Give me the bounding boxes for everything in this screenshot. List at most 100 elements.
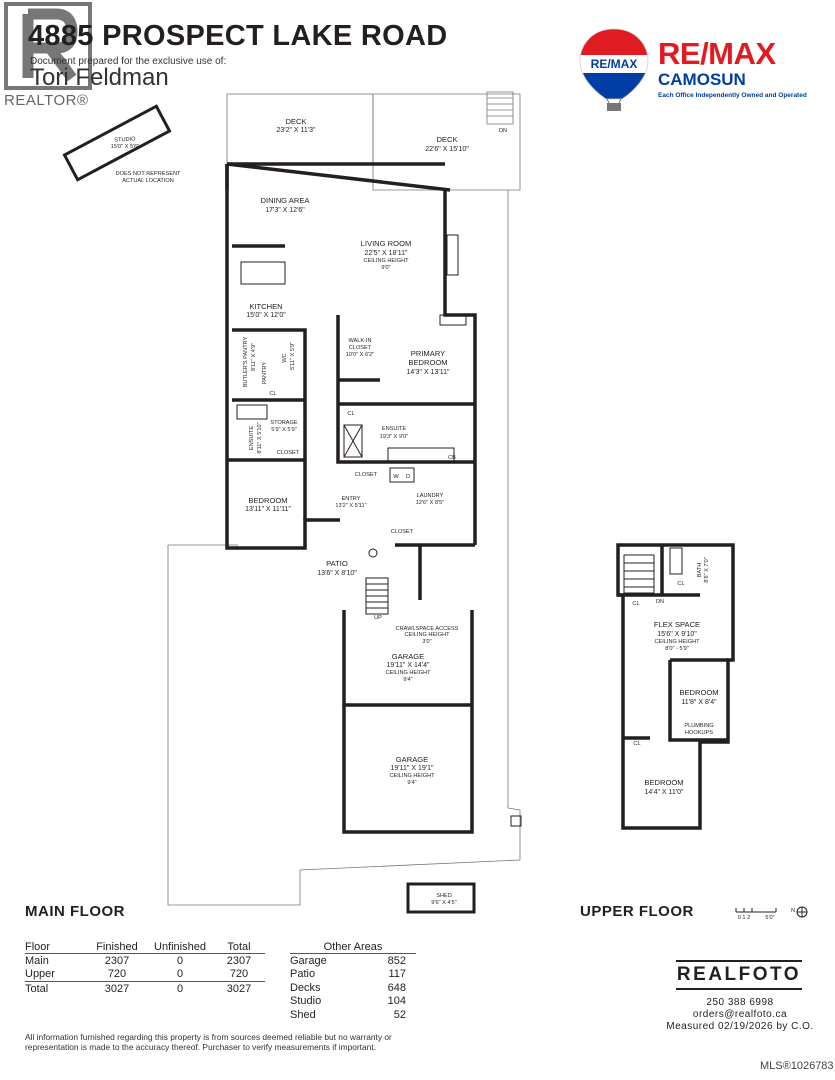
garage2-ceiling: 9'4"	[407, 780, 416, 786]
studio-dims: 15'0" X 5'6"	[111, 144, 140, 150]
crawlspace-ceiling: 3'0"	[422, 639, 431, 645]
table-row: Decks 648	[290, 981, 416, 994]
realtor-logo-text: REALTOR®	[4, 92, 89, 109]
ensuite-left-label: ENSUITE	[249, 426, 255, 451]
primary-label: PRIMARY	[411, 349, 445, 358]
living-dims: 22'5" X 18'11"	[365, 250, 408, 257]
patio-dims: 13'6" X 8'10"	[317, 570, 357, 577]
plumbing-label: PLUMBING	[684, 723, 713, 729]
table-cell: 2307	[226, 955, 252, 968]
upper-floor-label: UPPER FLOOR	[580, 903, 694, 920]
table-total-row: Total 3027 0 3027	[25, 981, 265, 996]
crawlspace-ceiling-label: CEILING HEIGHT	[404, 632, 450, 638]
wc-label: WC	[282, 353, 288, 362]
shed-dims: 9'6" X 4'5"	[431, 900, 456, 906]
deck1-label: DECK	[285, 117, 306, 126]
closet-cl-2: CL	[269, 391, 276, 397]
upper-bedroom1-dims: 11'8" X 8'4"	[681, 699, 717, 706]
table-header-floor: Floor	[25, 940, 87, 955]
other-areas-header: Other Areas	[290, 940, 416, 955]
living-ceiling-label: CEILING HEIGHT	[363, 258, 409, 264]
ensuite-left-dims: 8'11" X 5'10"	[257, 422, 263, 453]
upper-cl-1: CL	[632, 601, 639, 607]
crawlspace-label: CRAWLSPACE ACCESS	[396, 626, 459, 632]
garage1-ceiling-label: CEILING HEIGHT	[385, 670, 431, 676]
pantry-label: PANTRY	[262, 362, 268, 384]
bedroom-label: BEDROOM	[248, 496, 287, 505]
studio-note-2: ACTUAL LOCATION	[122, 178, 174, 184]
living-ceiling: 9'0"	[381, 265, 390, 271]
garage1-ceiling: 9'4"	[403, 677, 412, 683]
table-header-finished: Finished	[87, 940, 147, 955]
upper-bath-dims: 8'6" X 7'0"	[704, 557, 710, 582]
garage2-ceiling-label: CEILING HEIGHT	[389, 773, 435, 779]
table-cell: Decks	[290, 981, 321, 994]
closet-entry-label: CLOSET	[355, 472, 378, 478]
storage-dims: 5'9" X 5'9"	[271, 427, 296, 433]
upper-bedroom2-label: BEDROOM	[644, 778, 683, 787]
table-cell: Garage	[290, 955, 327, 968]
primary-label-2: BEDROOM	[408, 358, 447, 367]
flex-ceiling-label: CEILING HEIGHT	[654, 639, 700, 645]
client-name: Tori Feldman	[30, 64, 169, 91]
table-row: Upper 720 0 720	[25, 968, 265, 982]
closet-cl-1: CL	[347, 411, 354, 417]
plumbing-label-2: HOOKUPS	[685, 730, 713, 736]
table-cell: Main	[25, 955, 49, 968]
realtor-r-icon	[4, 2, 92, 90]
remax-balloon-icon: RE/MAX	[579, 28, 649, 111]
flex-ceiling: 8'0" - 5'9"	[665, 646, 689, 652]
disclaimer-text: All information furnished regarding this…	[25, 1032, 392, 1052]
butlers-pantry-dims: 8'11" X 4'9"	[251, 343, 257, 371]
laundry-label: LAUNDRY	[417, 493, 444, 499]
entry-dims: 13'2" X 5'11"	[335, 503, 366, 509]
ensuite-main-dims: 19'3" X 9'0"	[380, 434, 409, 440]
remax-brand-name: RE/MAX	[658, 36, 776, 71]
table-row: Studio 104	[290, 995, 416, 1008]
north-label: N	[791, 908, 795, 914]
storage-label: STORAGE	[270, 420, 298, 426]
ensuite-main-label: ENSUITE	[382, 426, 407, 432]
table-cell: 0	[176, 968, 184, 981]
washer-label: W	[393, 474, 399, 480]
upper-dn-label: DN	[656, 599, 664, 605]
prepared-note: Document prepared for the exclusive use …	[30, 56, 227, 67]
primary-dims: 14'3" X 13'11"	[407, 369, 450, 376]
upper-bedroom1-label: BEDROOM	[679, 688, 718, 697]
table-cell: 0	[147, 981, 213, 996]
table-cell: 852	[387, 955, 406, 968]
table-cell: Studio	[290, 995, 322, 1008]
garage2-dims: 19'11" X 19'1"	[391, 765, 434, 772]
living-label: LIVING ROOM	[361, 239, 412, 248]
dryer-label: D	[406, 474, 410, 480]
table-header-total: Total	[213, 940, 265, 955]
property-address: 4885 PROSPECT LAKE ROAD	[28, 20, 448, 52]
deck-dn-label: DN	[499, 128, 507, 134]
table-cell: 104	[387, 995, 406, 1008]
realfoto-phone: 250 388 6998	[706, 997, 774, 1008]
upper-bath-label: BATH	[697, 563, 703, 578]
table-row: Main 2307 0 2307	[25, 954, 265, 968]
realfoto-measured: Measured 02/19/2026 by C.O.	[666, 1021, 814, 1032]
table-cell: 648	[387, 981, 406, 994]
flex-label: FLEX SPACE	[654, 620, 700, 629]
table-cell: Patio	[290, 968, 316, 981]
walkin-label-2: CLOSET	[349, 345, 372, 351]
entry-label: ENTRY	[342, 496, 361, 502]
closet-left-label: CLOSET	[277, 450, 300, 456]
north-arrow-icon	[796, 906, 808, 918]
wc-dims: 5'11" X 5'9"	[290, 342, 296, 370]
scale-end: 5'0"	[765, 915, 774, 921]
garage1-dims: 19'11" X 14'4"	[387, 662, 430, 669]
walkin-dims: 10'0" X 6'2"	[346, 352, 375, 358]
remax-balloon-text: RE/MAX	[591, 57, 638, 71]
studio-note-1: DOES NOT REPRESENT	[116, 171, 181, 177]
garage2-label: GARAGE	[396, 755, 429, 764]
table-cell: Shed	[290, 1008, 316, 1021]
table-cell: Total	[25, 981, 87, 996]
laundry-dims: 12'6" X 8'5"	[416, 500, 445, 506]
kitchen-label: KITCHEN	[249, 302, 282, 311]
patio-up-label: UP	[374, 615, 382, 621]
